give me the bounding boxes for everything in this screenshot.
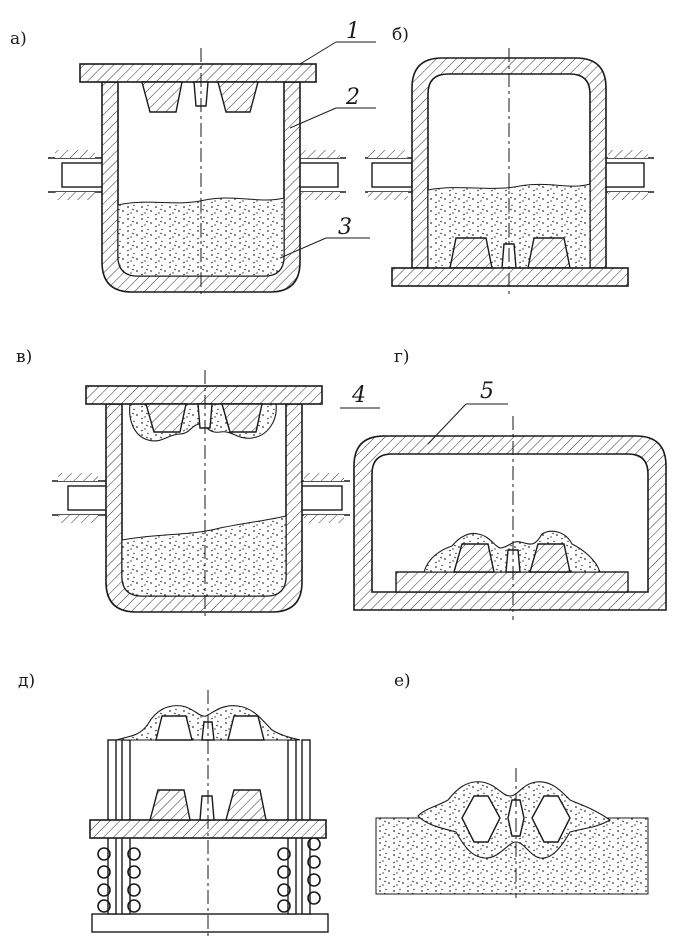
pattern-cone-right-b [527,237,571,269]
panel-b: б) [365,25,654,296]
trunnion-left-a [48,150,105,200]
shell-cavity-left-d [155,715,193,741]
panel-label-b: б) [392,25,409,45]
svg-text:2: 2 [345,85,360,110]
trunnion-left-v [52,473,109,523]
pattern-cone-left-g [453,543,495,573]
pattern-cone-left-a [141,81,183,113]
model-plate-g [395,571,629,593]
panel-label-v: в) [16,347,32,367]
pattern-cone-right-a [217,81,259,113]
svg-text:5: 5 [480,379,494,404]
shell-cavity-right-d [227,715,265,741]
panel-g: г) 5 [353,347,667,620]
trunnion-right-v [299,473,350,523]
pattern-cone-left-b [449,237,493,269]
model-plate-b [391,267,629,287]
pattern-cone-left-v [145,403,187,433]
flask-body-g [353,435,667,611]
svg-text:4: 4 [351,383,366,408]
base-plate-d [91,913,329,933]
trunnion-left-b [365,150,413,200]
callout-4: 4 [340,383,380,409]
panel-v: в) 4 [16,347,380,618]
spring-right-d [277,837,321,913]
pattern-cone-right-v [221,403,263,433]
panel-d: д) [18,671,329,940]
spring-left-d [97,847,141,913]
sand-charge-v [121,515,287,597]
panel-a: а) 1 [10,19,376,296]
shell-cavity-center-d [201,721,215,741]
panel-label-e: е) [394,671,411,691]
pattern-cone-left-d [149,789,191,821]
trunnion-right-a [295,150,346,200]
model-plate-a [79,63,317,83]
callout-2: 2 [289,85,376,129]
shell-cavity-left-e [461,795,501,843]
callout-3: 3 [279,215,370,259]
pattern-cone-right-g [529,543,571,573]
callout-1: 1 [299,19,376,65]
callout-5: 5 [427,379,508,445]
trunnion-right-b [603,150,654,200]
panel-label-a: а) [10,29,27,49]
panel-e: е) [375,671,649,898]
panel-label-d: д) [18,671,35,691]
shell-cavity-right-e [531,795,571,843]
pattern-cone-right-d [225,789,267,821]
pattern-center-d [199,795,215,821]
svg-text:3: 3 [338,215,352,240]
panel-label-g: г) [394,347,410,367]
svg-text:1: 1 [346,19,360,44]
model-plate-v [85,385,323,405]
